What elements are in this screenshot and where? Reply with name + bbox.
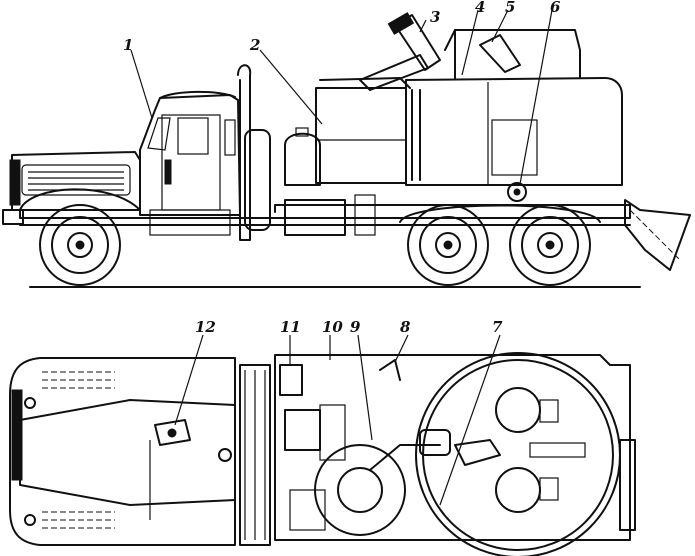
grille-slats	[28, 171, 124, 191]
door-handle	[164, 159, 172, 185]
side-view: 1 2 3 4 5 6	[2, 0, 691, 288]
rear-step-top	[619, 439, 636, 531]
pump-housing	[284, 409, 321, 451]
callout-6: 6	[550, 0, 561, 16]
gas-cylinder-valve	[295, 127, 309, 137]
rear-wheel-back	[509, 204, 591, 286]
reservoir-left	[315, 87, 407, 184]
callout-9: 9	[350, 318, 361, 336]
main-tank	[405, 77, 623, 186]
callout-5: 5	[505, 0, 515, 16]
cab-roof	[159, 90, 236, 99]
nozzle-assembly	[359, 12, 441, 91]
callout-11: 11	[280, 318, 301, 336]
callout-10: 10	[322, 318, 343, 336]
rear-fender	[399, 204, 601, 223]
callout-12: 12	[195, 318, 216, 336]
lower-box	[289, 489, 326, 531]
pipe-run-9	[369, 444, 441, 471]
front-wheel	[39, 204, 121, 286]
callout-2: 2	[249, 36, 260, 54]
engine-hood	[11, 151, 141, 211]
unit-11	[279, 364, 303, 396]
radiator-grille	[21, 164, 131, 196]
cab-door-window	[177, 117, 209, 155]
callout-3: 3	[430, 8, 440, 26]
callout-7: 7	[492, 318, 503, 336]
cab-step	[149, 209, 231, 236]
gas-cylinder	[284, 132, 321, 186]
rear-scoop	[624, 199, 691, 271]
leader-lines-top	[174, 334, 501, 506]
frame-bracket	[354, 194, 376, 236]
fitting-8	[379, 359, 401, 381]
side-mirror	[224, 119, 236, 156]
motor-block	[319, 404, 346, 461]
valve-6	[507, 182, 527, 202]
cab-top-outline	[9, 357, 236, 546]
front-bumper-top	[11, 389, 23, 481]
valve-handle	[454, 439, 501, 466]
headlight-block	[9, 159, 21, 206]
cab-top-vent	[218, 448, 232, 462]
front-fender	[19, 188, 141, 211]
exhaust-stack	[237, 64, 252, 241]
windshield	[147, 117, 171, 151]
vertical-cylinder	[244, 129, 271, 231]
fender-dashes	[42, 371, 115, 529]
mirror-right	[24, 514, 36, 526]
mirror-left	[24, 397, 36, 409]
leader-lines-side	[130, 9, 553, 185]
callout-1: 1	[123, 36, 133, 54]
toolbox	[284, 199, 346, 236]
top-view: 12 11 10 9 8 7	[9, 318, 636, 556]
spare-wheel-ribs	[244, 370, 266, 540]
callout-8: 8	[400, 318, 411, 336]
callout-4: 4	[475, 0, 485, 16]
small-round-tank	[314, 444, 406, 536]
valve-body-7	[419, 429, 451, 456]
body-top-outline	[274, 354, 631, 541]
small-round-tank-inner	[337, 467, 383, 513]
rear-wheel-front	[407, 204, 489, 286]
steering-unit-12	[154, 419, 191, 446]
spare-wheel-rack	[239, 364, 271, 546]
upper-cabinet	[444, 29, 581, 79]
hood-top	[19, 399, 236, 506]
spout-5	[479, 34, 521, 73]
rear-scoop-hatch	[629, 209, 681, 261]
tank-access-panel	[491, 119, 538, 176]
